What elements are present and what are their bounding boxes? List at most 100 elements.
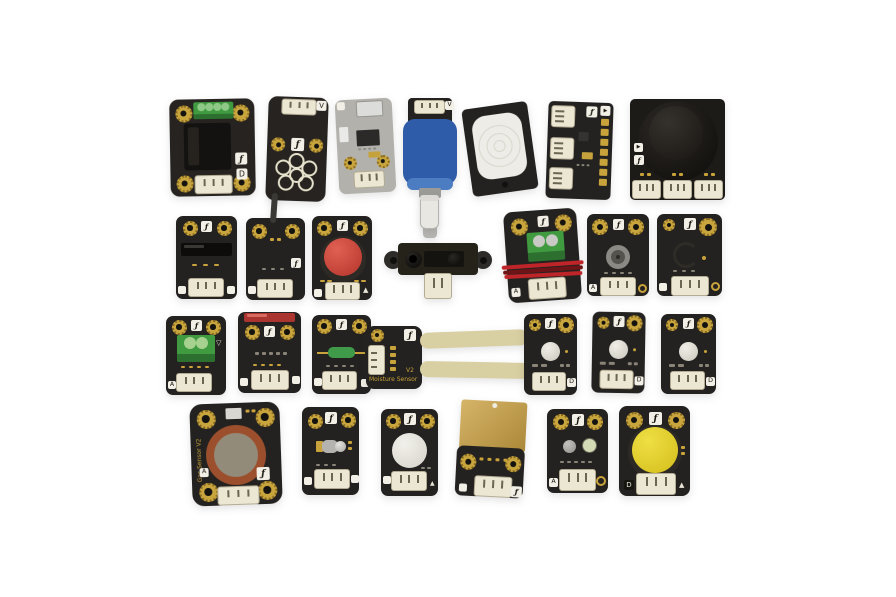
pot-ring [407, 178, 453, 190]
jst-connector [559, 469, 596, 491]
mount-hole-bore [559, 219, 567, 226]
jst-pin [306, 102, 309, 109]
mount-hole [174, 104, 193, 123]
spring-rod [269, 192, 279, 224]
terminal-lip [193, 113, 234, 120]
jst-pin [205, 281, 207, 290]
pad [326, 365, 330, 367]
mount-hole-bore [263, 486, 272, 494]
dfrobot-logo-icon: ƒ [510, 486, 523, 498]
port-letter-badge: A [199, 467, 209, 478]
ir-distance-sensor-module [384, 241, 492, 301]
mount-hole [251, 223, 267, 239]
clear-tube [420, 195, 439, 229]
port-letter-badge: A [168, 381, 176, 389]
jst-pin [399, 474, 402, 483]
screw-terminal [526, 230, 566, 262]
dfrobot-logo-icon: ƒ [634, 155, 644, 165]
mount-hole-bore [187, 225, 193, 231]
terminal-lip [527, 250, 566, 262]
pad [181, 366, 185, 368]
ring-mark [637, 283, 647, 293]
dfrobot-logo-icon: ƒ [336, 319, 347, 330]
mount-hole-bore [345, 417, 351, 423]
bullet-body [322, 440, 338, 453]
pad [348, 447, 352, 450]
mount-hole [529, 319, 541, 331]
mount-hole-bore [670, 323, 674, 327]
jst-pin [371, 359, 378, 361]
corner-badge [292, 376, 300, 384]
pad [495, 458, 500, 462]
jst-pin [500, 480, 504, 490]
pad [255, 352, 259, 355]
mount-hole-bore [221, 225, 227, 231]
jst-connector [694, 180, 723, 199]
gold-dot [703, 349, 707, 353]
jst-pin [707, 183, 710, 192]
jst-pin [555, 115, 565, 118]
pot-body [403, 119, 457, 185]
hex-nut [419, 188, 441, 198]
pad [560, 461, 564, 463]
mount-hole-bore [260, 413, 269, 421]
mount-hole [270, 137, 286, 152]
pad [390, 346, 396, 350]
pad [214, 264, 219, 266]
dfrobot-logo-icon: ƒ [613, 315, 625, 328]
white-component [338, 126, 349, 143]
pad [316, 464, 320, 466]
prong-bottom [419, 361, 531, 379]
ir-receiver-module: ƒ [176, 216, 237, 299]
mount-hole-bore [357, 225, 363, 231]
jst-pin [694, 374, 697, 383]
pad [567, 461, 571, 463]
jst-pin [278, 373, 280, 382]
jst-connector [599, 369, 634, 390]
mount-hole [352, 220, 368, 236]
pad [261, 364, 265, 366]
pad [574, 461, 578, 463]
mount-hole [195, 409, 216, 429]
pad [600, 118, 610, 127]
jst-pin [638, 183, 641, 192]
plate-dot [491, 402, 497, 408]
dfrobot-logo-icon: ƒ [264, 326, 275, 337]
dfrobot-logo-icon: ƒ [404, 413, 416, 425]
pad [361, 280, 366, 282]
port-letter-badge: D [624, 480, 634, 490]
jst-pin [416, 474, 419, 483]
mount-hole-bore [180, 110, 187, 117]
jst-connector [217, 485, 260, 506]
jst-pin [341, 285, 344, 293]
jst-connector [368, 345, 385, 375]
jst-pin [346, 374, 349, 383]
jst-pin [615, 373, 618, 382]
jst-pin [339, 472, 342, 481]
jst-pin [645, 183, 648, 192]
red-bar [244, 313, 295, 322]
jst-pin [676, 183, 679, 192]
pad [348, 441, 352, 444]
pad [205, 366, 209, 368]
jst-pin [554, 147, 564, 150]
pad [532, 364, 538, 367]
jst-pin [265, 282, 268, 291]
pad [633, 362, 638, 366]
dfrobot-logo-icon: ƒ [684, 218, 696, 230]
touch-sensor-module: ƒ [454, 399, 531, 499]
led-dome [540, 341, 560, 361]
screw-terminal [177, 335, 215, 362]
jst-pin [556, 375, 558, 384]
corner-badge [314, 289, 322, 297]
pad [368, 147, 372, 150]
jst-pin [375, 173, 378, 181]
mount-hole [340, 412, 356, 428]
mount-hole [509, 217, 528, 236]
jst-pin [700, 183, 703, 192]
pad [586, 164, 590, 167]
pad [581, 164, 585, 167]
jst-connector [532, 372, 566, 391]
